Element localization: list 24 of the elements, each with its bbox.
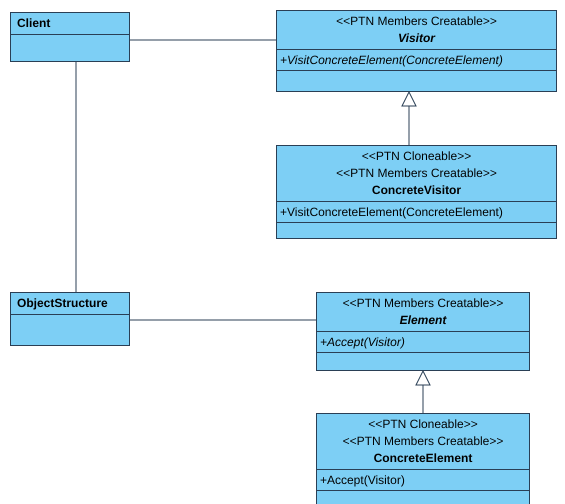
class-box bbox=[10, 12, 130, 62]
stereotype: <<PTN Members Creatable>> bbox=[342, 295, 504, 312]
class-name: ObjectStructure bbox=[17, 295, 108, 312]
class-box bbox=[316, 413, 530, 504]
generalization-arrow bbox=[402, 92, 416, 146]
operation: +Accept(Visitor) bbox=[319, 334, 406, 351]
operation: +Accept(Visitor) bbox=[319, 472, 406, 489]
class-name: Element bbox=[400, 312, 446, 329]
operation: +VisitConcreteElement(ConcreteElement) bbox=[279, 52, 504, 69]
class-box bbox=[276, 145, 557, 239]
class-box bbox=[10, 292, 130, 346]
class-box bbox=[316, 292, 530, 371]
stereotype: <<PTN Members Creatable>> bbox=[336, 165, 497, 182]
stereotype: <<PTN Members Creatable>> bbox=[336, 13, 497, 30]
stereotype: <<PTN Members Creatable>> bbox=[342, 433, 504, 450]
class-name: ConcreteVisitor bbox=[372, 182, 462, 199]
generalization-arrow bbox=[416, 370, 430, 414]
class-box bbox=[276, 10, 557, 92]
operation: +VisitConcreteElement(ConcreteElement) bbox=[279, 204, 504, 221]
class-name: Visitor bbox=[398, 30, 435, 47]
stereotype: <<PTN Cloneable>> bbox=[368, 416, 478, 433]
class-name: ConcreteElement bbox=[374, 450, 472, 467]
class-name: Client bbox=[17, 15, 50, 32]
stereotype: <<PTN Cloneable>> bbox=[362, 148, 472, 165]
